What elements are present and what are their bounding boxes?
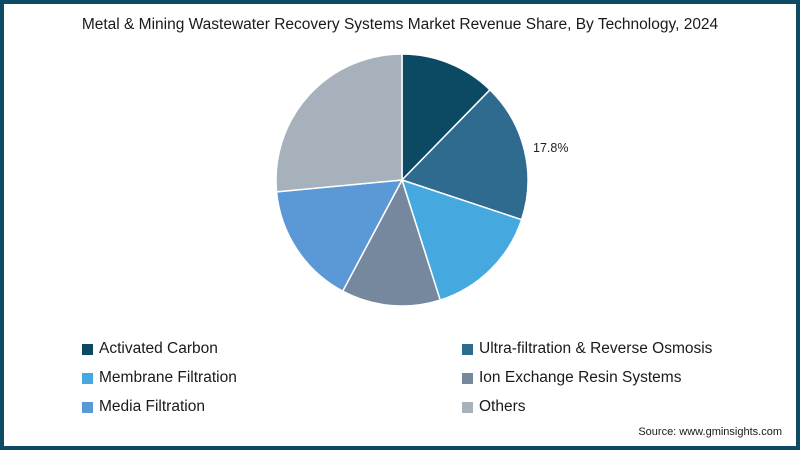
pie-slice [341,178,442,307]
pie-slice [400,178,523,302]
legend-item: Ultra-filtration & Reverse Osmosis [462,340,712,358]
legend-swatch [462,372,473,384]
legend-item: Ion Exchange Resin Systems [462,369,681,387]
pie-slice [401,53,492,182]
pie-slice [275,179,404,293]
legend-label: Membrane Filtration [99,369,237,386]
legend-swatch [82,343,93,355]
legend-label: Ultra-filtration & Reverse Osmosis [479,340,713,357]
legend-label: Ion Exchange Resin Systems [479,369,682,386]
legend-item: Activated Carbon [82,340,218,358]
slice-label: 17.8% [533,141,569,155]
legend-item: Media Filtration [82,398,205,416]
pie-slice [275,53,403,193]
legend-swatch [462,401,473,413]
pie-slice [400,88,529,221]
legend-swatch [82,401,93,413]
legend-swatch [462,343,473,355]
legend-swatch [82,372,93,384]
legend-label: Activated Carbon [99,340,218,357]
legend-label: Others [479,398,526,415]
legend-label: Media Filtration [99,398,205,415]
legend-item: Others [462,398,526,416]
source-note: Source: www.gminsights.com [638,426,782,438]
chart-title: Metal & Mining Wastewater Recovery Syste… [81,16,719,33]
legend-item: Membrane Filtration [82,369,237,387]
